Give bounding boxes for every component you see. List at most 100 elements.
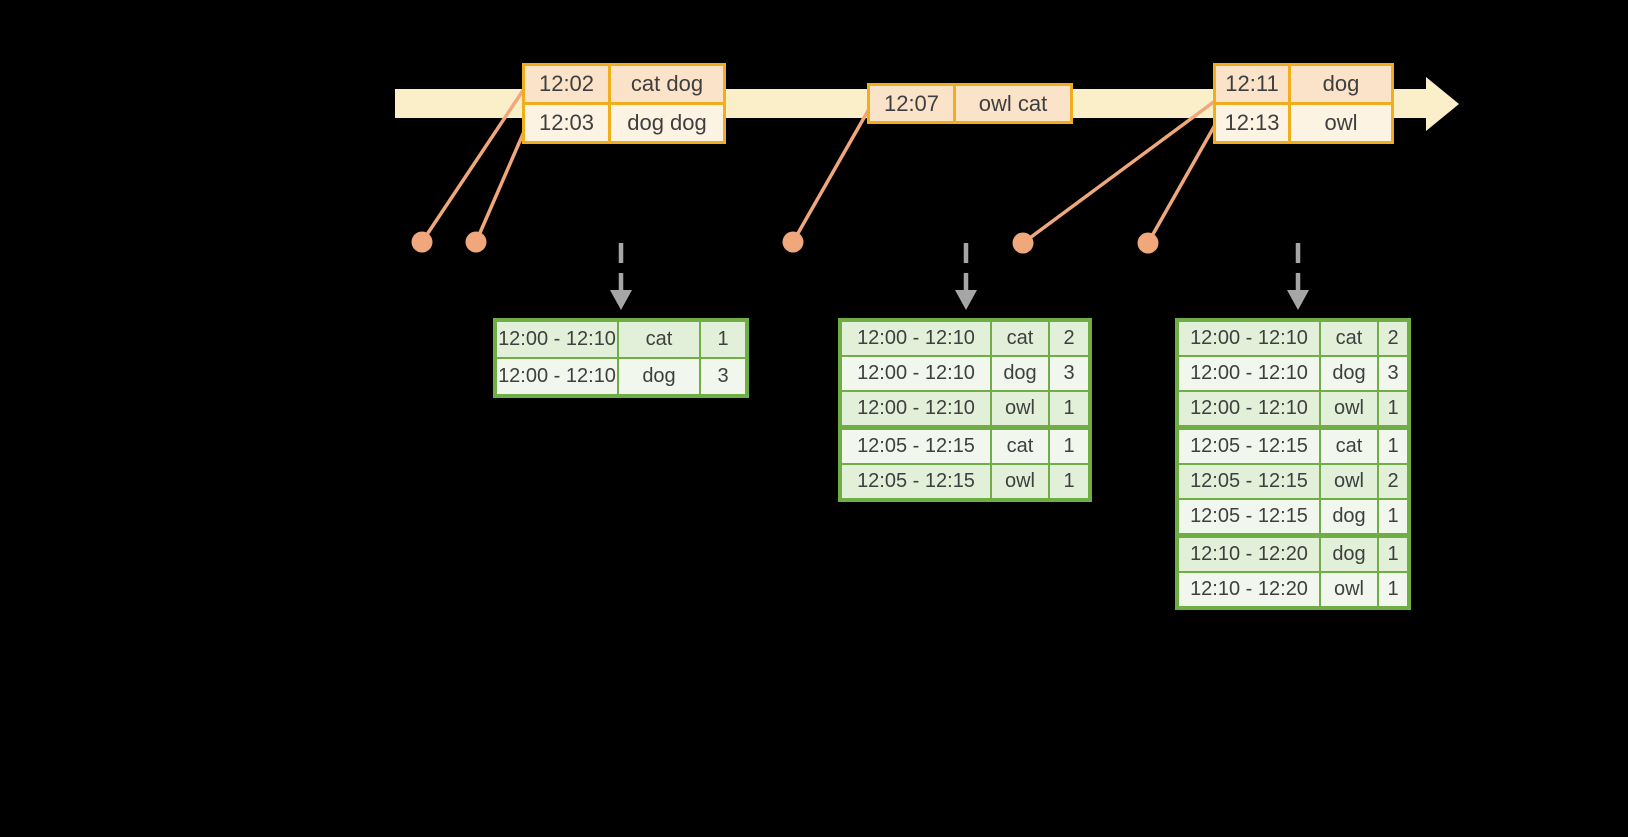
window-cell: 12:00 - 12:10 <box>842 322 990 355</box>
count-cell: 3 <box>1379 357 1407 390</box>
down-arrow-icon <box>955 290 977 310</box>
count-cell: 1 <box>1050 430 1088 463</box>
event-words-cell: dog <box>1291 66 1391 102</box>
connector-line <box>474 126 528 243</box>
event-words-cell: cat dog <box>611 66 723 102</box>
word-cell: dog <box>1321 500 1377 533</box>
word-cell: dog <box>1321 357 1377 390</box>
count-cell: 1 <box>701 322 745 357</box>
window-cell: 12:10 - 12:20 <box>1179 573 1319 606</box>
event-dot-icon <box>782 231 804 253</box>
connector-line <box>791 108 871 243</box>
event-dot-icon <box>465 231 487 253</box>
count-cell: 1 <box>1050 465 1088 498</box>
trigger-arrowheads <box>610 290 1309 310</box>
word-cell: dog <box>619 359 699 394</box>
connector-line <box>1021 99 1217 245</box>
word-cell: cat <box>619 322 699 357</box>
connector-line <box>1146 124 1217 244</box>
word-cell: cat <box>1321 430 1377 463</box>
timeline-arrow-icon <box>1426 77 1459 131</box>
word-cell: owl <box>1321 392 1377 425</box>
event-time-cell: 12:13 <box>1216 105 1288 141</box>
event-dot-icon <box>1012 232 1034 254</box>
window-cell: 12:05 - 12:15 <box>1179 430 1319 463</box>
connector-line <box>420 88 526 243</box>
word-cell: owl <box>992 392 1048 425</box>
word-cell: dog <box>992 357 1048 390</box>
word-cell: owl <box>1321 465 1377 498</box>
window-cell: 12:05 - 12:15 <box>842 430 990 463</box>
window-cell: 12:00 - 12:10 <box>497 322 617 357</box>
event-time-cell: 12:11 <box>1216 66 1288 102</box>
word-cell: owl <box>1321 573 1377 606</box>
event-words-cell: owl <box>1291 105 1391 141</box>
word-cell: cat <box>992 322 1048 355</box>
window-cell: 12:00 - 12:10 <box>1179 357 1319 390</box>
count-cell: 1 <box>1050 392 1088 425</box>
window-cell: 12:00 - 12:10 <box>1179 322 1319 355</box>
count-cell: 2 <box>1379 465 1407 498</box>
event-words-cell: owl cat <box>956 86 1070 121</box>
down-arrow-icon <box>610 290 632 310</box>
event-dot-icon <box>411 231 433 253</box>
event-words-cell: dog dog <box>611 105 723 141</box>
count-cell: 3 <box>1050 357 1088 390</box>
word-cell: cat <box>1321 322 1377 355</box>
window-cell: 12:05 - 12:15 <box>1179 500 1319 533</box>
count-cell: 1 <box>1379 538 1407 571</box>
event-time-dots <box>411 231 1159 254</box>
window-cell: 12:05 - 12:15 <box>842 465 990 498</box>
window-cell: 12:10 - 12:20 <box>1179 538 1319 571</box>
window-cell: 12:00 - 12:10 <box>1179 392 1319 425</box>
count-cell: 1 <box>1379 392 1407 425</box>
word-cell: dog <box>1321 538 1377 571</box>
count-cell: 1 <box>1379 500 1407 533</box>
event-time-cell: 12:02 <box>525 66 608 102</box>
down-arrow-icon <box>1287 290 1309 310</box>
window-cell: 12:00 - 12:10 <box>842 357 990 390</box>
window-cell: 12:00 - 12:10 <box>842 392 990 425</box>
window-cell: 12:00 - 12:10 <box>497 359 617 394</box>
word-cell: cat <box>992 430 1048 463</box>
count-cell: 3 <box>701 359 745 394</box>
count-cell: 2 <box>1379 322 1407 355</box>
event-dot-icon <box>1137 232 1159 254</box>
count-cell: 2 <box>1050 322 1088 355</box>
count-cell: 1 <box>1379 573 1407 606</box>
word-cell: owl <box>992 465 1048 498</box>
count-cell: 1 <box>1379 430 1407 463</box>
event-time-cell: 12:03 <box>525 105 608 141</box>
event-connector-lines <box>420 88 1217 245</box>
trigger-dashed-lines <box>618 243 1301 292</box>
event-time-cell: 12:07 <box>870 86 953 121</box>
window-cell: 12:05 - 12:15 <box>1179 465 1319 498</box>
